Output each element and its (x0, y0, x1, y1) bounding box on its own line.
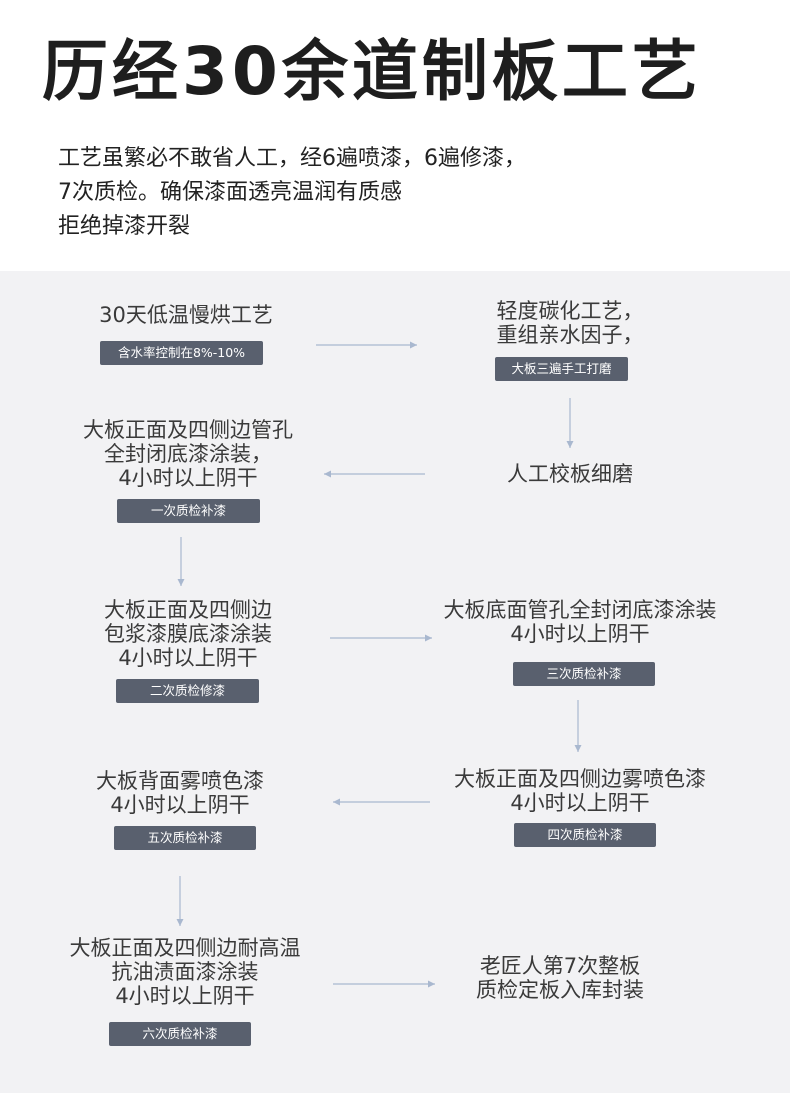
step-text-line: 大板正面及四侧边雾喷色漆 (454, 767, 706, 791)
step-text-line: 大板正面及四侧边管孔 (83, 418, 293, 442)
step-text-line: 4小时以上阴干 (115, 984, 255, 1008)
step-manual-fine-grinding: 人工校板细磨 (440, 462, 700, 486)
step-text-line: 4小时以上阴干 (510, 791, 650, 815)
step-text-line: 4小时以上阴干 (118, 646, 258, 670)
step-text-line: 4小时以上阴干 (118, 466, 258, 490)
step-text-line: 大板正面及四侧边耐高温 (69, 936, 301, 960)
step-text-line: 老匠人第7次整板 (479, 954, 641, 978)
step-text-line: 4小时以上阴干 (510, 622, 650, 646)
step-carbonization: 轻度碳化工艺， 重组亲水因子， (440, 299, 700, 347)
step-badge-inspection-1: 一次质检补漆 (117, 499, 260, 523)
step-front-color-spray: 大板正面及四侧边雾喷色漆 4小时以上阴干 (420, 767, 740, 815)
step-badge-inspection-3: 三次质检补漆 (513, 662, 655, 686)
step-text-line: 包浆漆膜底漆涂装 (104, 622, 272, 646)
step-text-line: 30天低温慢烘工艺 (99, 303, 273, 327)
step-badge-inspection-5: 五次质检补漆 (114, 826, 256, 850)
step-primer-coating-1: 大板正面及四侧边管孔 全封闭底漆涂装， 4小时以上阴干 (48, 418, 328, 490)
step-text-line: 重组亲水因子， (496, 323, 644, 347)
step-text-line: 大板正面及四侧边 (104, 598, 272, 622)
step-badge-moisture: 含水率控制在8%-10% (100, 341, 263, 365)
step-badge-inspection-4: 四次质检补漆 (514, 823, 656, 847)
intro-text: 工艺虽繁必不敢省人工，经6遍喷漆，6遍修漆， 7次质检。确保漆面透亮温润有质感 … (58, 142, 526, 244)
step-text-line: 全封闭底漆涂装， (104, 442, 272, 466)
step-text-line: 人工校板细磨 (507, 462, 633, 486)
intro-line-2: 7次质检。确保漆面透亮温润有质感 (58, 180, 402, 205)
page-title: 历经30余道制板工艺 (42, 33, 702, 110)
step-text-line: 大板底面管孔全封闭底漆涂装 (443, 598, 717, 622)
step-back-color-spray: 大板背面雾喷色漆 4小时以上阴干 (60, 769, 300, 817)
intro-line-1: 工艺虽繁必不敢省人工，经6遍喷漆，6遍修漆， (58, 146, 526, 171)
step-text-line: 4小时以上阴干 (110, 793, 250, 817)
step-text-line: 抗油渍面漆涂装 (111, 960, 259, 984)
step-badge-sanding: 大板三遍手工打磨 (495, 357, 628, 381)
step-final-inspection: 老匠人第7次整板 质检定板入库封装 (440, 954, 680, 1002)
step-primer-coating-2: 大板正面及四侧边 包浆漆膜底漆涂装 4小时以上阴干 (48, 598, 328, 670)
step-text-line: 质检定板入库封装 (476, 978, 644, 1002)
step-badge-inspection-6: 六次质检补漆 (109, 1022, 251, 1046)
step-bottom-primer: 大板底面管孔全封闭底漆涂装 4小时以上阴干 (410, 598, 750, 646)
step-badge-inspection-2: 二次质检修漆 (116, 679, 259, 703)
step-text-line: 轻度碳化工艺， (496, 299, 644, 323)
step-topcoat: 大板正面及四侧边耐高温 抗油渍面漆涂装 4小时以上阴干 (40, 936, 330, 1008)
step-low-temp-baking: 30天低温慢烘工艺 (56, 303, 316, 327)
intro-line-3: 拒绝掉漆开裂 (58, 214, 191, 239)
step-text-line: 大板背面雾喷色漆 (96, 769, 264, 793)
